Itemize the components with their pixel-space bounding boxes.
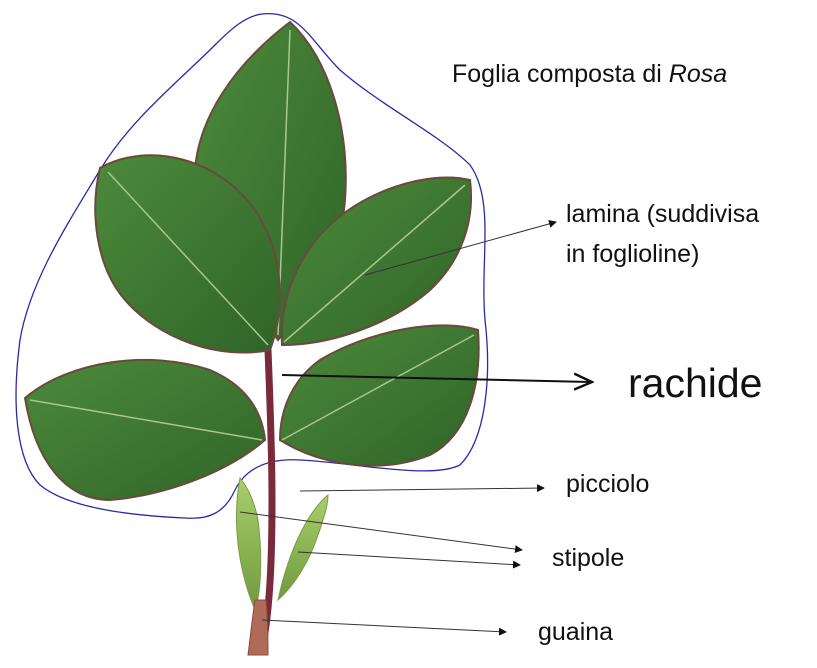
title-genus: Rosa	[669, 60, 727, 88]
label-lamina-line1: lamina (suddivisa	[566, 194, 759, 234]
label-rachide: rachide	[628, 360, 762, 407]
guaina-pointer	[262, 620, 506, 632]
leaflets	[25, 22, 479, 500]
diagram-title: Foglia composta di Rosa	[452, 60, 727, 89]
petiole-base	[248, 600, 268, 655]
lower-right-leaflet	[280, 325, 479, 465]
label-stipole: stipole	[552, 544, 624, 573]
stipole-pointer-right	[298, 552, 520, 565]
label-picciolo: picciolo	[566, 470, 649, 499]
stipole-pointer-left	[240, 512, 522, 550]
label-guaina: guaina	[538, 618, 613, 647]
left-stipule	[236, 478, 260, 610]
label-lamina-line2: in foglioline)	[566, 234, 759, 274]
label-lamina: lamina (suddivisa in foglioline)	[566, 194, 759, 274]
title-prefix: Foglia composta di	[452, 60, 669, 88]
picciolo-pointer	[300, 488, 544, 491]
lower-left-leaflet	[25, 360, 265, 500]
right-stipule	[278, 495, 328, 600]
